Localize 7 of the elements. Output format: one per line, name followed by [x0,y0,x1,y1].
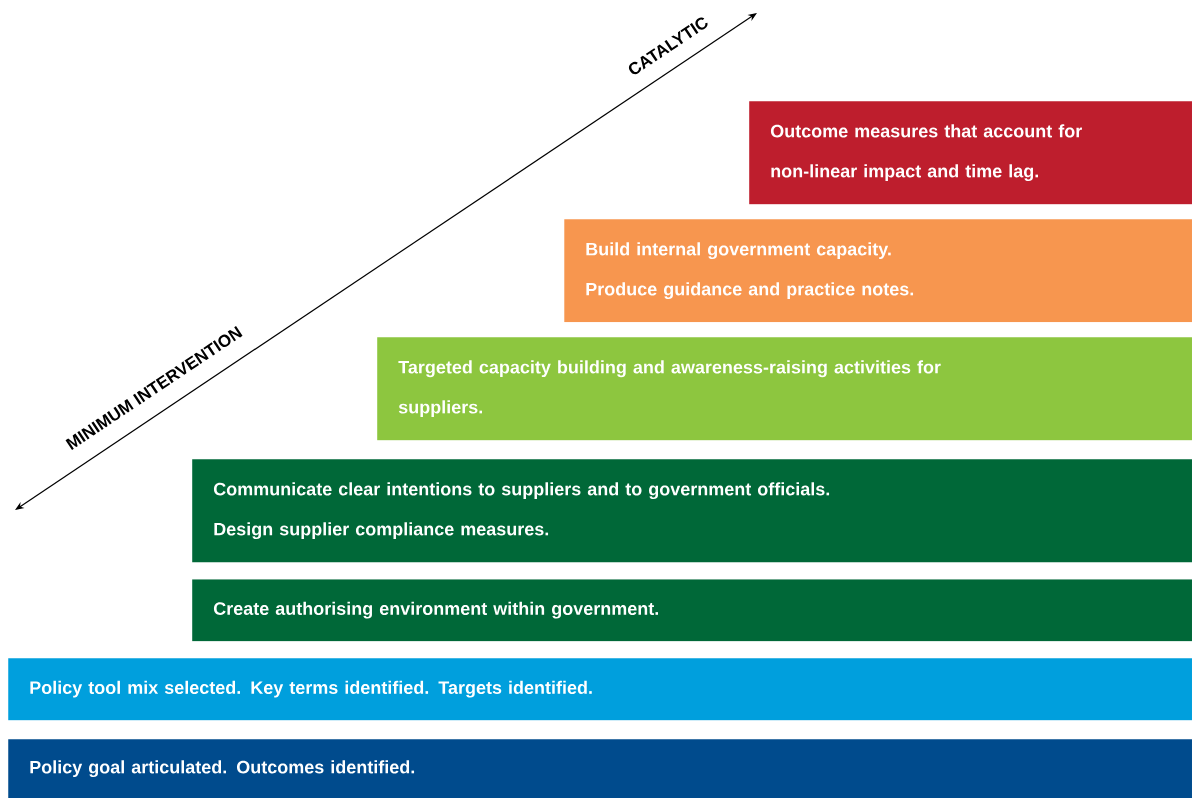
step-box: Outcome measures that account for non-linear impact and time lag. [749,101,1192,205]
step-box: Policy tool mix selected. Key terms identified. Targets identified. [8,658,1192,721]
step-box: Targeted capacity building and awareness-raising activities for suppliers. [377,337,1192,441]
step-box: Communicate clear intentions to suppliers and to government officials. Design supplier compliance measures. [192,459,1192,563]
step-box: Create authorising environment within government. [192,579,1192,642]
step-box: Policy goal articulated. Outcomes identified. [8,739,1192,798]
step-box: Build internal government capacity. Produce guidance and practice notes. [564,219,1192,323]
